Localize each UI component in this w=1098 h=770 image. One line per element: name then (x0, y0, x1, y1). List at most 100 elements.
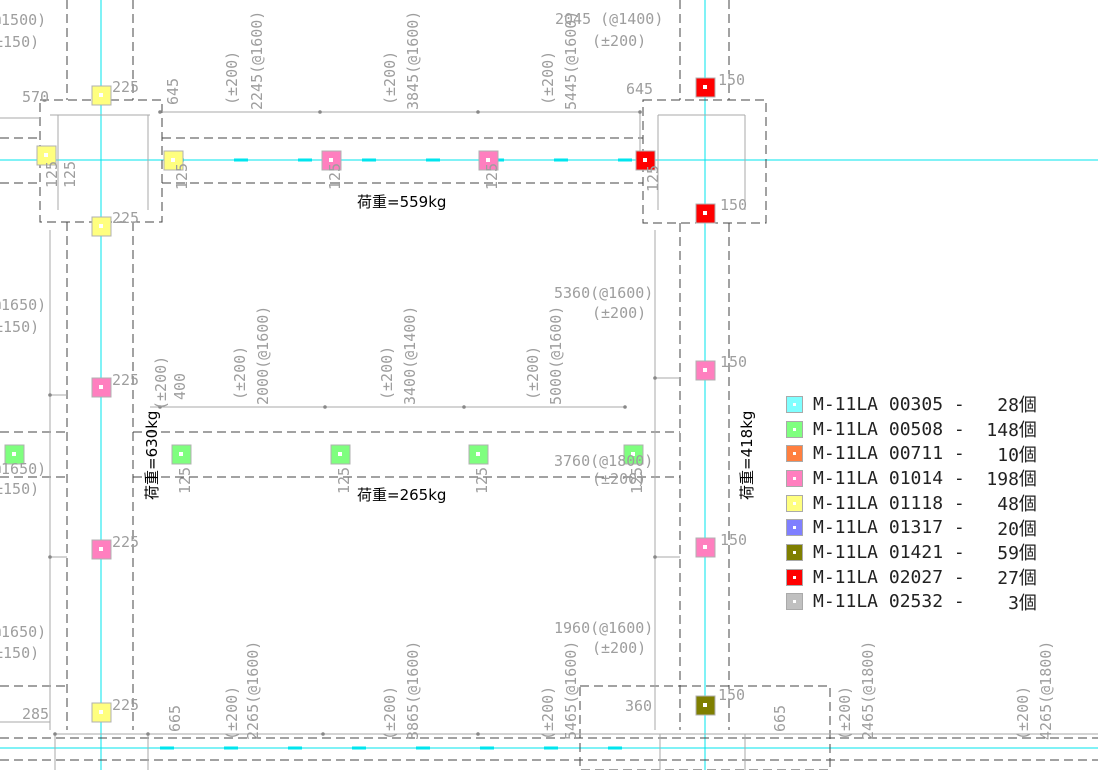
dimension-label: (±200) (592, 639, 646, 657)
dimension-label: (±200) (381, 686, 399, 740)
legend-separator: - (943, 418, 976, 440)
dimension-label: 285 (22, 705, 49, 723)
dimension-lines (0, 111, 1098, 770)
dimension-label: @1650) (0, 460, 46, 478)
dimension-label: 2045 (@1400) (555, 10, 663, 28)
dimension-label: 125 (473, 467, 491, 494)
dimension-label: 150 (720, 196, 747, 214)
anchor-marker (91, 377, 112, 398)
anchor-marker (91, 539, 112, 560)
legend-count: 10個 (975, 444, 1037, 466)
dimension-label: (±200) (539, 686, 557, 740)
anchor-marker (36, 145, 57, 166)
legend-item: M-11LA 01014 - 198個 (786, 466, 1037, 491)
dimension-label: 225 (112, 696, 139, 714)
anchor-marker (330, 444, 351, 465)
dimension-label: 1960(@1600) (554, 619, 653, 637)
dimension-label: 665 (771, 705, 789, 732)
legend-item: M-11LA 02027 - 27個 (786, 565, 1037, 590)
legend-item: M-11LA 00508 - 148個 (786, 417, 1037, 442)
legend-code: M-11LA 02027 (813, 566, 944, 588)
dimension-label: 125 (628, 467, 646, 494)
legend-code: M-11LA 00305 (813, 393, 944, 415)
dimension-label: 125 (173, 163, 191, 190)
legend-swatch (786, 445, 803, 463)
dimension-label: (±200) (152, 356, 170, 410)
legend-count: 3個 (975, 592, 1037, 614)
dimension-label: (±200) (836, 686, 854, 740)
dimension-label: 2000(@1600) (254, 306, 272, 405)
legend-count: 48個 (975, 494, 1037, 516)
legend-count: 28個 (975, 395, 1037, 417)
legend-separator: - (943, 517, 976, 539)
dimension-label: 125 (335, 467, 353, 494)
dimension-label: 150 (720, 531, 747, 549)
dimension-label: 5465(@1600) (562, 641, 580, 740)
dimension-label: (±200) (1014, 686, 1032, 740)
anchor-marker (695, 77, 716, 98)
dimension-label: @1500) (0, 11, 46, 29)
anchor-marker (171, 444, 192, 465)
legend-swatch (786, 593, 803, 611)
load-label-mid-beam: 荷重=265kg (357, 486, 446, 504)
anchor-marker (695, 203, 716, 224)
dimension-label: (±200) (381, 51, 399, 105)
dimension-label: 5360(@1600) (554, 284, 653, 302)
legend-item: M-11LA 01421 - 59個 (786, 540, 1037, 565)
dimension-label: ±150) (0, 644, 39, 662)
dimension-label: 225 (112, 533, 139, 551)
anchor-marker (163, 150, 184, 171)
anchor-marker (695, 695, 716, 716)
dimension-labels: @1500)±150)2045 (@1400)(±200)570225645(±… (0, 10, 1055, 740)
grid-centerline-dashes (160, 158, 640, 750)
legend-separator: - (943, 591, 976, 613)
anchor-marker (91, 702, 112, 723)
dimension-label: 2265(@1600) (244, 641, 262, 740)
load-annotations: 荷重=559kg 荷重=265kg 荷重=630kg 荷重=418kg (143, 193, 756, 504)
dimension-label: 125 (61, 161, 79, 188)
legend-item: M-11LA 02532 - 3個 (786, 590, 1037, 615)
legend-separator: - (943, 467, 976, 489)
legend-swatch (786, 568, 803, 586)
legend-separator: - (943, 566, 976, 588)
anchor-marker (4, 444, 25, 465)
dimension-label: ±150) (0, 318, 39, 336)
legend-code: M-11LA 02532 (813, 591, 944, 613)
legend-count: 27個 (975, 568, 1037, 590)
dimension-label: 665 (166, 705, 184, 732)
dimension-label: 125 (326, 163, 344, 190)
dimension-label: 225 (112, 209, 139, 227)
dimension-label: 150 (718, 71, 745, 89)
dimension-label: 150 (718, 686, 745, 704)
dimension-label: 3865(@1600) (404, 641, 422, 740)
anchor-marker (468, 444, 489, 465)
legend-item: M-11LA 00711 - 10個 (786, 441, 1037, 466)
legend-count: 59個 (975, 543, 1037, 565)
legend-swatch (786, 519, 803, 537)
load-label-left-column: 荷重=630kg (143, 411, 161, 500)
dimension-label: (±200) (539, 51, 557, 105)
dimension-label: 645 (164, 78, 182, 105)
dimension-label: (±200) (524, 346, 542, 400)
anchor-marker (695, 537, 716, 558)
legend-code: M-11LA 01014 (813, 467, 944, 489)
dimension-label: @1650) (0, 623, 46, 641)
dimension-label: (±200) (592, 304, 646, 322)
dimension-label: (±200) (223, 51, 241, 105)
legend-item: M-11LA 00305 - 28個 (786, 392, 1037, 417)
anchor-marker (91, 85, 112, 106)
legend-code: M-11LA 01317 (813, 517, 944, 539)
dimension-label: 125 (644, 165, 662, 192)
column-base-outline (642, 99, 767, 224)
dimension-label: @1650) (0, 296, 46, 314)
anchor-markers (4, 77, 716, 723)
anchor-marker (91, 216, 112, 237)
dimension-label: (±200) (223, 686, 241, 740)
dimension-label: 3845(@1600) (404, 11, 422, 110)
dimension-label: 360 (625, 697, 652, 715)
dimension-label: 3760(@1800) (554, 452, 653, 470)
